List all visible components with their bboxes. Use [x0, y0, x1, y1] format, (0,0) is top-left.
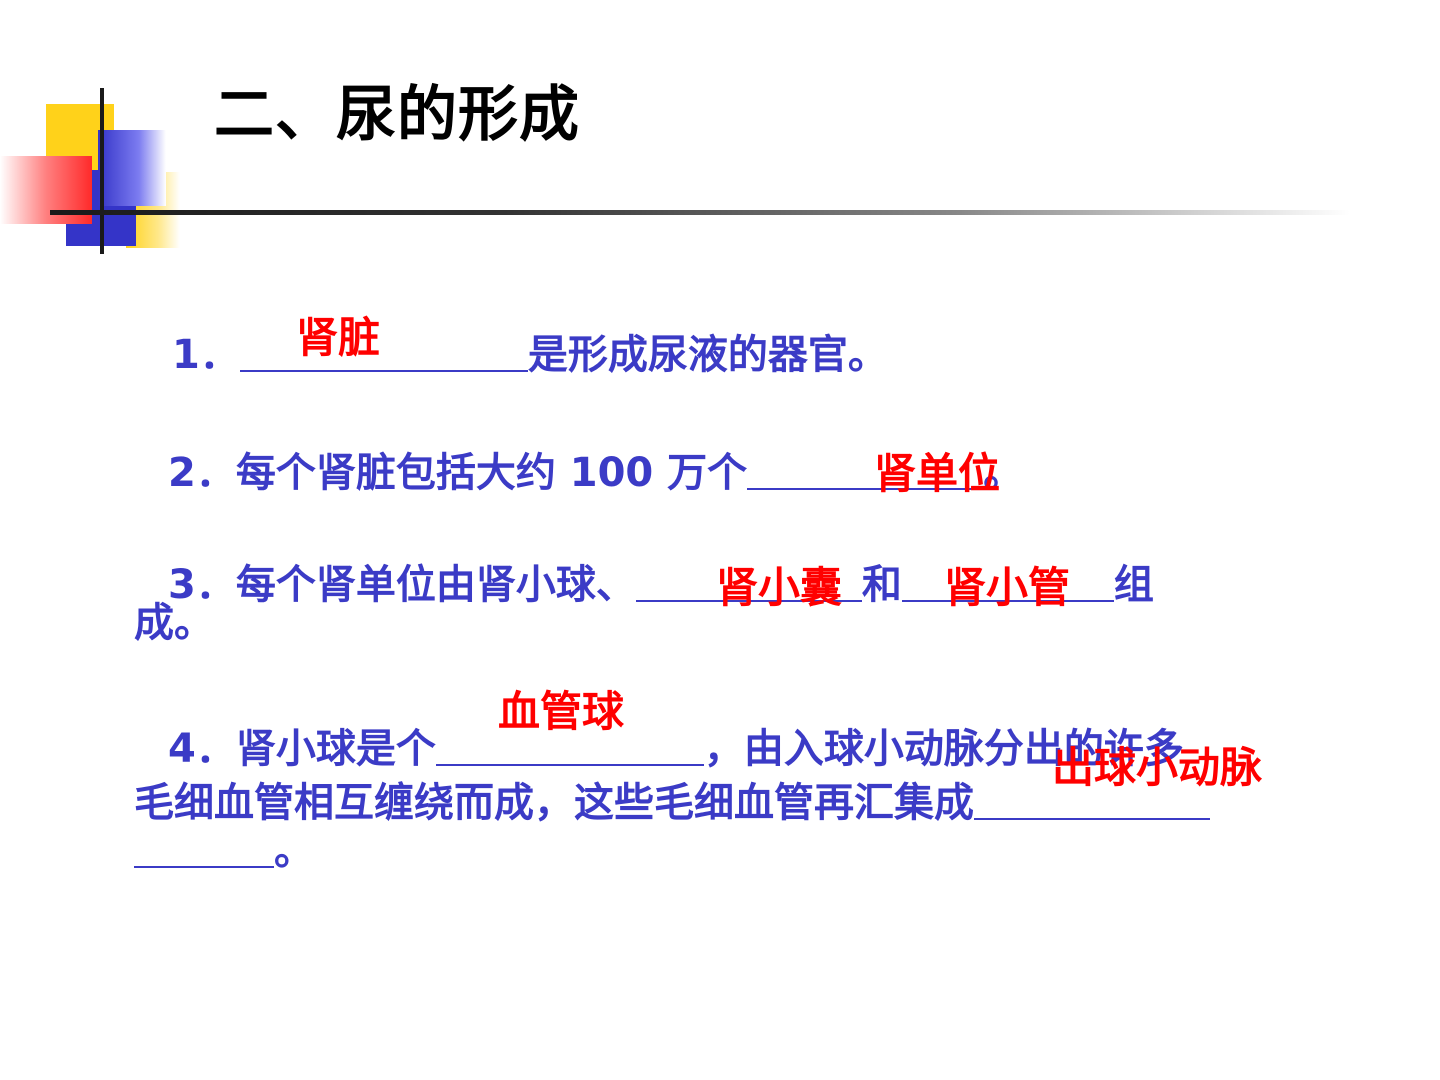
slide-title: 二、尿的形成 — [214, 80, 580, 150]
q4-blank-2-cont — [134, 828, 274, 868]
q4-blank-1 — [435, 726, 704, 766]
q3-text: 3．每个肾单位由肾小球、 — [168, 562, 636, 608]
question-2: 2．每个肾脏包括大约 100 万个 。 — [168, 440, 1023, 498]
decor-vertical-line — [100, 88, 104, 254]
question-3: 3．每个肾单位由肾小球、 和 组 — [168, 552, 1154, 610]
decor-blue-square — [98, 130, 166, 206]
question-1: 1． 是形成尿液的器官。 — [172, 322, 888, 380]
q4-answer-1: 血管球 — [498, 687, 625, 736]
question-4-line2: 毛细血管相互缠绕而成，这些毛细血管再汇集成 — [134, 770, 1210, 828]
q2-end: 。 — [983, 450, 1024, 496]
question-3-wrap: 成。 — [134, 600, 214, 646]
q1-number: 1． — [172, 332, 240, 378]
q2-blank — [747, 450, 984, 490]
q3-mid: 和 — [861, 562, 902, 608]
q2-text: 2．每个肾脏包括大约 100 万个 — [168, 450, 748, 496]
q3-answer-2: 肾小管 — [944, 563, 1071, 612]
q4-line2-text: 毛细血管相互缠绕而成，这些毛细血管再汇集成 — [134, 780, 974, 826]
question-4: 4．肾小球是个 ，由入球小动脉分出的许多 — [168, 716, 1184, 774]
q3-blank-2 — [901, 562, 1114, 602]
q3-blank-1 — [635, 562, 862, 602]
q1-answer: 肾脏 — [296, 313, 381, 362]
q3-answer-1: 肾小囊 — [716, 563, 843, 612]
title-underline — [50, 210, 1350, 215]
q1-blank — [239, 332, 528, 372]
q4-blank-2 — [974, 780, 1210, 820]
q4-after: ，由入球小动脉分出的许多 — [703, 726, 1184, 772]
q2-answer: 肾单位 — [874, 449, 1001, 498]
q4-text: 4．肾小球是个 — [168, 726, 436, 772]
q4-line3-end: 。 — [274, 828, 314, 874]
q4-answer-2: 出球小动脉 — [1052, 743, 1263, 792]
q1-text: 是形成尿液的器官。 — [527, 332, 888, 378]
q3-end: 组 — [1113, 562, 1154, 608]
question-4-line3: 。 — [134, 818, 314, 876]
